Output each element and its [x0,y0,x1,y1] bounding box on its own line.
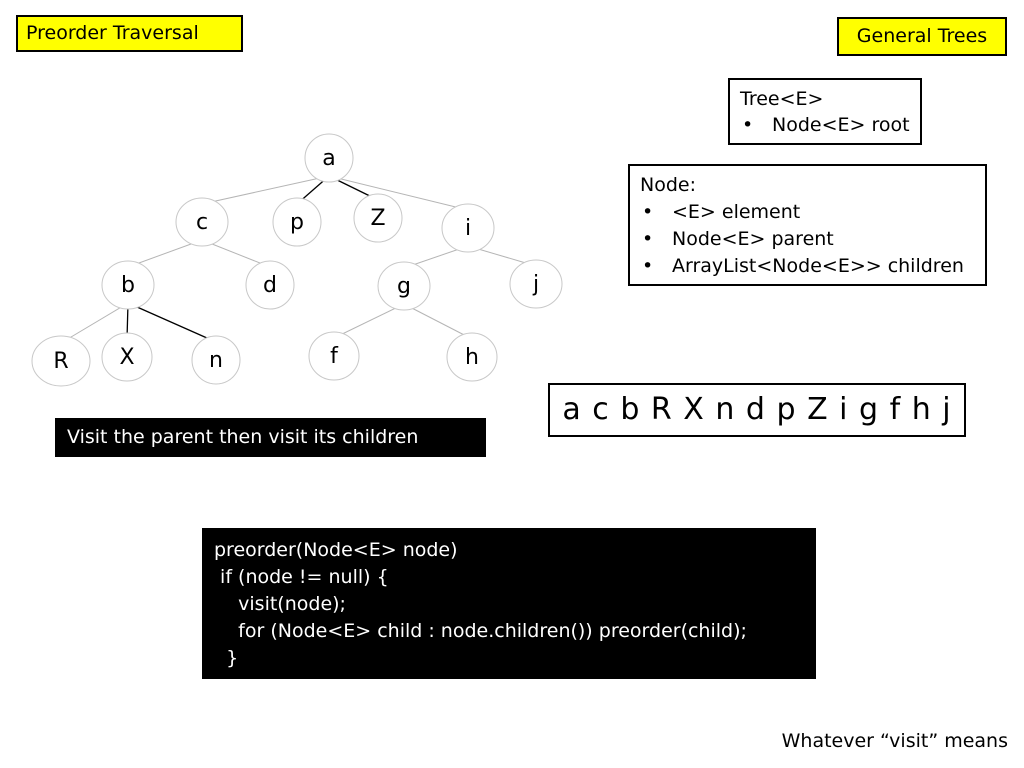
tree-node-shape [101,260,155,310]
tree-node-shape [304,133,354,183]
tree-node-shape [272,197,322,247]
tree-node-label: b [121,273,135,298]
tree-node-shape [308,331,360,381]
tree-node-shape [353,193,403,243]
bullet-icon: • [642,201,654,223]
tree-node-R: R [31,335,91,387]
tree-class-field: • Node<E> root [740,112,910,138]
node-class-title: Node: [640,174,696,196]
code-line: preorder(Node<E> node) [214,539,458,561]
node-class-field: • ArrayList<Node<E>> children [640,253,975,280]
tree-node-g: g [377,261,431,311]
tree-node-shape [509,259,563,309]
tree-node-X: X [101,332,153,382]
tree-edge-a-c [201,175,330,205]
preorder-result-box: a c b R X n d p Z i g f h j [548,383,966,437]
tree-node-j: j [509,259,563,309]
node-class-field-label: ArrayList<Node<E>> children [672,255,964,277]
visit-footnote: Whatever “visit” means [781,730,1008,752]
tree-node-label: d [263,273,277,298]
visit-parent-banner: Visit the parent then visit its children [55,418,486,457]
node-class-fields: • <E> element • Node<E> parent • ArrayList<… [640,199,975,280]
tree-node-label: n [209,348,223,373]
code-line: visit(node); [214,593,346,615]
tree-node-shape [175,197,229,247]
tree-node-d: d [245,260,295,310]
node-class-field-label: <E> element [672,201,801,223]
bullet-icon: • [742,114,754,136]
tree-edge-a-i [328,175,469,211]
node-class-field: • Node<E> parent [640,226,975,253]
code-line: if (node != null) { [214,566,389,588]
tree-class-box: Tree<E> • Node<E> root [728,78,922,145]
node-class-box: Node: • <E> element • Node<E> parent • Arra… [628,164,987,286]
tree-node-label: R [53,349,68,374]
preorder-code-block: preorder(Node<E> node) if (node != null)… [202,528,816,679]
tree-node-label: c [196,210,208,235]
code-line: } [214,647,239,669]
tree-node-label: j [532,272,539,297]
tree-node-Z: Z [353,193,403,243]
code-line: for (Node<E> child : node.children()) pr… [214,620,747,642]
tree-edge-g-f [333,303,405,339]
tree-edge-b-R [60,302,129,344]
tree-node-shape [101,332,153,382]
tree-edge-b-n [127,302,217,343]
tree-node-label: p [290,210,304,235]
preorder-traversal-tag: Preorder Traversal [16,15,243,52]
tree-node-label: Z [370,206,385,231]
tree-node-b: b [101,260,155,310]
bullet-icon: • [642,255,654,277]
tree-class-fields: • Node<E> root [740,112,910,138]
tree-node-shape [441,203,495,253]
tree-class-field-label: Node<E> root [772,114,910,136]
tree-node-shape [245,260,295,310]
tree-edge-g-h [403,303,473,340]
tree-node-n: n [191,335,241,385]
tree-node-h: h [446,332,498,382]
bullet-icon: • [642,228,654,250]
tree-class-title: Tree<E> [740,88,824,110]
tree-node-p: p [272,197,322,247]
tree-node-i: i [441,203,495,253]
general-trees-tag: General Trees [837,17,1007,56]
tree-node-shape [191,335,241,385]
tree-node-label: a [322,146,335,171]
tree-node-label: g [397,274,411,299]
tree-node-label: i [465,216,471,241]
tree-node-label: f [330,344,339,369]
tree-edge-c-d [201,239,271,268]
tree-node-shape [377,261,431,311]
tree-node-a: a [304,133,354,183]
tree-node-c: c [175,197,229,247]
tree-node-shape [31,335,91,387]
tree-node-f: f [308,331,360,381]
tree-node-label: X [119,345,134,370]
tree-node-shape [446,332,498,382]
node-class-field-label: Node<E> parent [672,228,834,250]
tree-edge-c-b [127,239,203,268]
node-class-field: • <E> element [640,199,975,226]
tree-node-label: h [465,345,479,370]
